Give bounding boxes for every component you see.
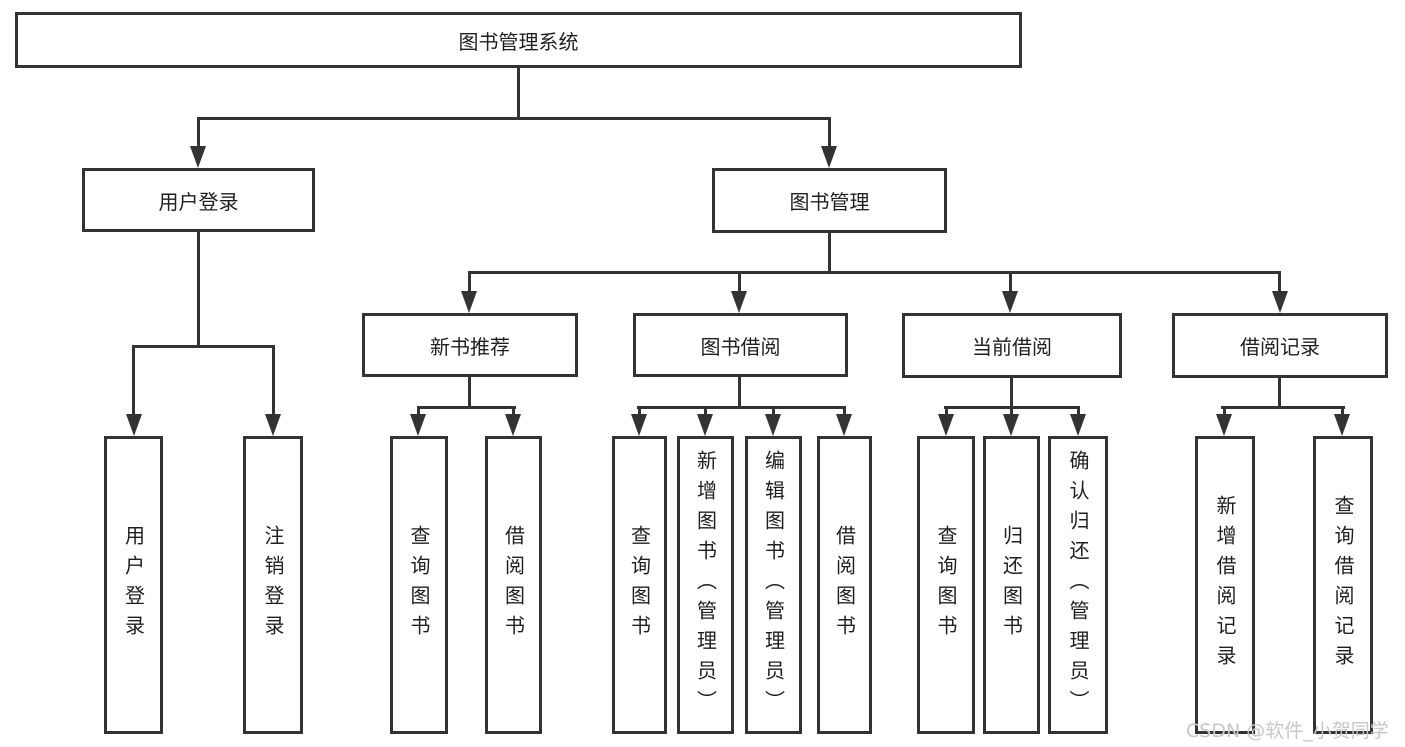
arrow-shaft-leaf-user-login: [132, 345, 135, 418]
arrowhead-leaf-user-login: [126, 414, 142, 436]
csdn-watermark: CSDN @软件_小贺同学: [1186, 720, 1389, 742]
arrow-shaft-borrow-books-1: [512, 406, 515, 418]
leaf-logout: 注销登录: [243, 436, 303, 734]
arrowhead-borrow-books-1: [505, 414, 521, 436]
arrowhead-return-book: [1003, 414, 1019, 436]
connector-user-login-stem: [197, 232, 200, 348]
arrow-shaft-current-borrowing: [1009, 271, 1012, 295]
leaf-user-login: 用户登录: [104, 436, 163, 734]
leaf-query-books-3: 查询图书: [917, 436, 975, 734]
connector-new-book-recommend-stem: [468, 377, 471, 408]
arrow-shaft-query-books-1: [417, 406, 420, 418]
node-book-management: 图书管理: [712, 168, 947, 233]
arrow-shaft-query-borrow-record: [1341, 406, 1344, 418]
arrowhead-query-books-3: [938, 414, 954, 436]
connector-user-login-hline: [132, 345, 275, 348]
leaf-borrow-books-1: 借阅图书: [485, 436, 542, 734]
connector-root-hline: [197, 117, 831, 120]
arrow-shaft-edit-book-admin: [772, 406, 775, 418]
arrow-shaft-query-books-2: [638, 406, 641, 418]
arrow-shaft-book-borrowing: [738, 271, 741, 295]
arrowhead-user-login: [190, 146, 206, 168]
leaf-query-books-2: 查询图书: [612, 436, 667, 734]
arrowhead-edit-book-admin: [765, 414, 781, 436]
node-user-login: 用户登录: [82, 168, 315, 232]
connector-root-stem: [517, 68, 520, 120]
arrow-shaft-new-book-recommend: [468, 271, 471, 295]
connector-new-book-recommend-hline: [417, 406, 516, 409]
arrowhead-borrow-books-2: [836, 414, 852, 436]
arrowhead-query-books-2: [631, 414, 647, 436]
leaf-add-book-admin: 新增图书（管理员）: [677, 436, 734, 734]
connector-book-management-hline: [468, 271, 1281, 274]
arrowhead-query-books-1: [410, 414, 426, 436]
arrow-shaft-leaf-logout: [272, 345, 275, 418]
arrow-shaft-query-books-3: [945, 406, 948, 418]
arrowhead-book-management: [821, 146, 837, 168]
arrow-shaft-borrow-records: [1278, 271, 1281, 295]
leaf-borrow-books-2: 借阅图书: [817, 436, 872, 734]
leaf-query-books-1: 查询图书: [390, 436, 448, 734]
node-library-system: 图书管理系统: [15, 12, 1022, 68]
connector-borrow-records-stem: [1278, 378, 1281, 408]
arrowhead-add-borrow-record: [1216, 414, 1232, 436]
arrow-shaft-confirm-return-admin: [1077, 406, 1080, 418]
node-current-borrowing: 当前借阅: [902, 313, 1122, 378]
arrow-shaft-user-login: [197, 117, 200, 150]
arrowhead-new-book-recommend: [461, 291, 477, 313]
arrowhead-leaf-logout: [265, 414, 281, 436]
arrowhead-current-borrowing: [1002, 291, 1018, 313]
arrow-shaft-book-management: [828, 117, 831, 150]
arrow-shaft-add-borrow-record: [1223, 406, 1226, 418]
connector-book-borrowing-stem: [738, 377, 741, 408]
arrowhead-add-book-admin: [697, 414, 713, 436]
connector-book-borrowing-hline: [637, 406, 846, 409]
connector-borrow-records-hline: [1221, 406, 1345, 409]
arrowhead-confirm-return-admin: [1070, 414, 1086, 436]
leaf-query-borrow-record: 查询借阅记录: [1313, 436, 1373, 734]
node-book-borrowing: 图书借阅: [633, 313, 848, 377]
connector-book-management-stem: [828, 232, 831, 274]
node-new-book-recommend: 新书推荐: [362, 313, 578, 377]
arrowhead-book-borrowing: [731, 291, 747, 313]
node-borrow-records: 借阅记录: [1172, 313, 1388, 378]
arrowhead-query-borrow-record: [1334, 414, 1350, 436]
arrow-shaft-borrow-books-2: [843, 406, 846, 418]
arrowhead-borrow-records: [1272, 291, 1288, 313]
arrow-shaft-return-book: [1010, 406, 1013, 418]
leaf-confirm-return-admin: 确认归还（管理员）: [1048, 436, 1108, 734]
connector-current-borrowing-stem: [1010, 378, 1013, 408]
leaf-edit-book-admin: 编辑图书（管理员）: [745, 436, 802, 734]
leaf-return-book: 归还图书: [983, 436, 1040, 734]
arrow-shaft-add-book-admin: [704, 406, 707, 418]
leaf-add-borrow-record: 新增借阅记录: [1195, 436, 1255, 734]
